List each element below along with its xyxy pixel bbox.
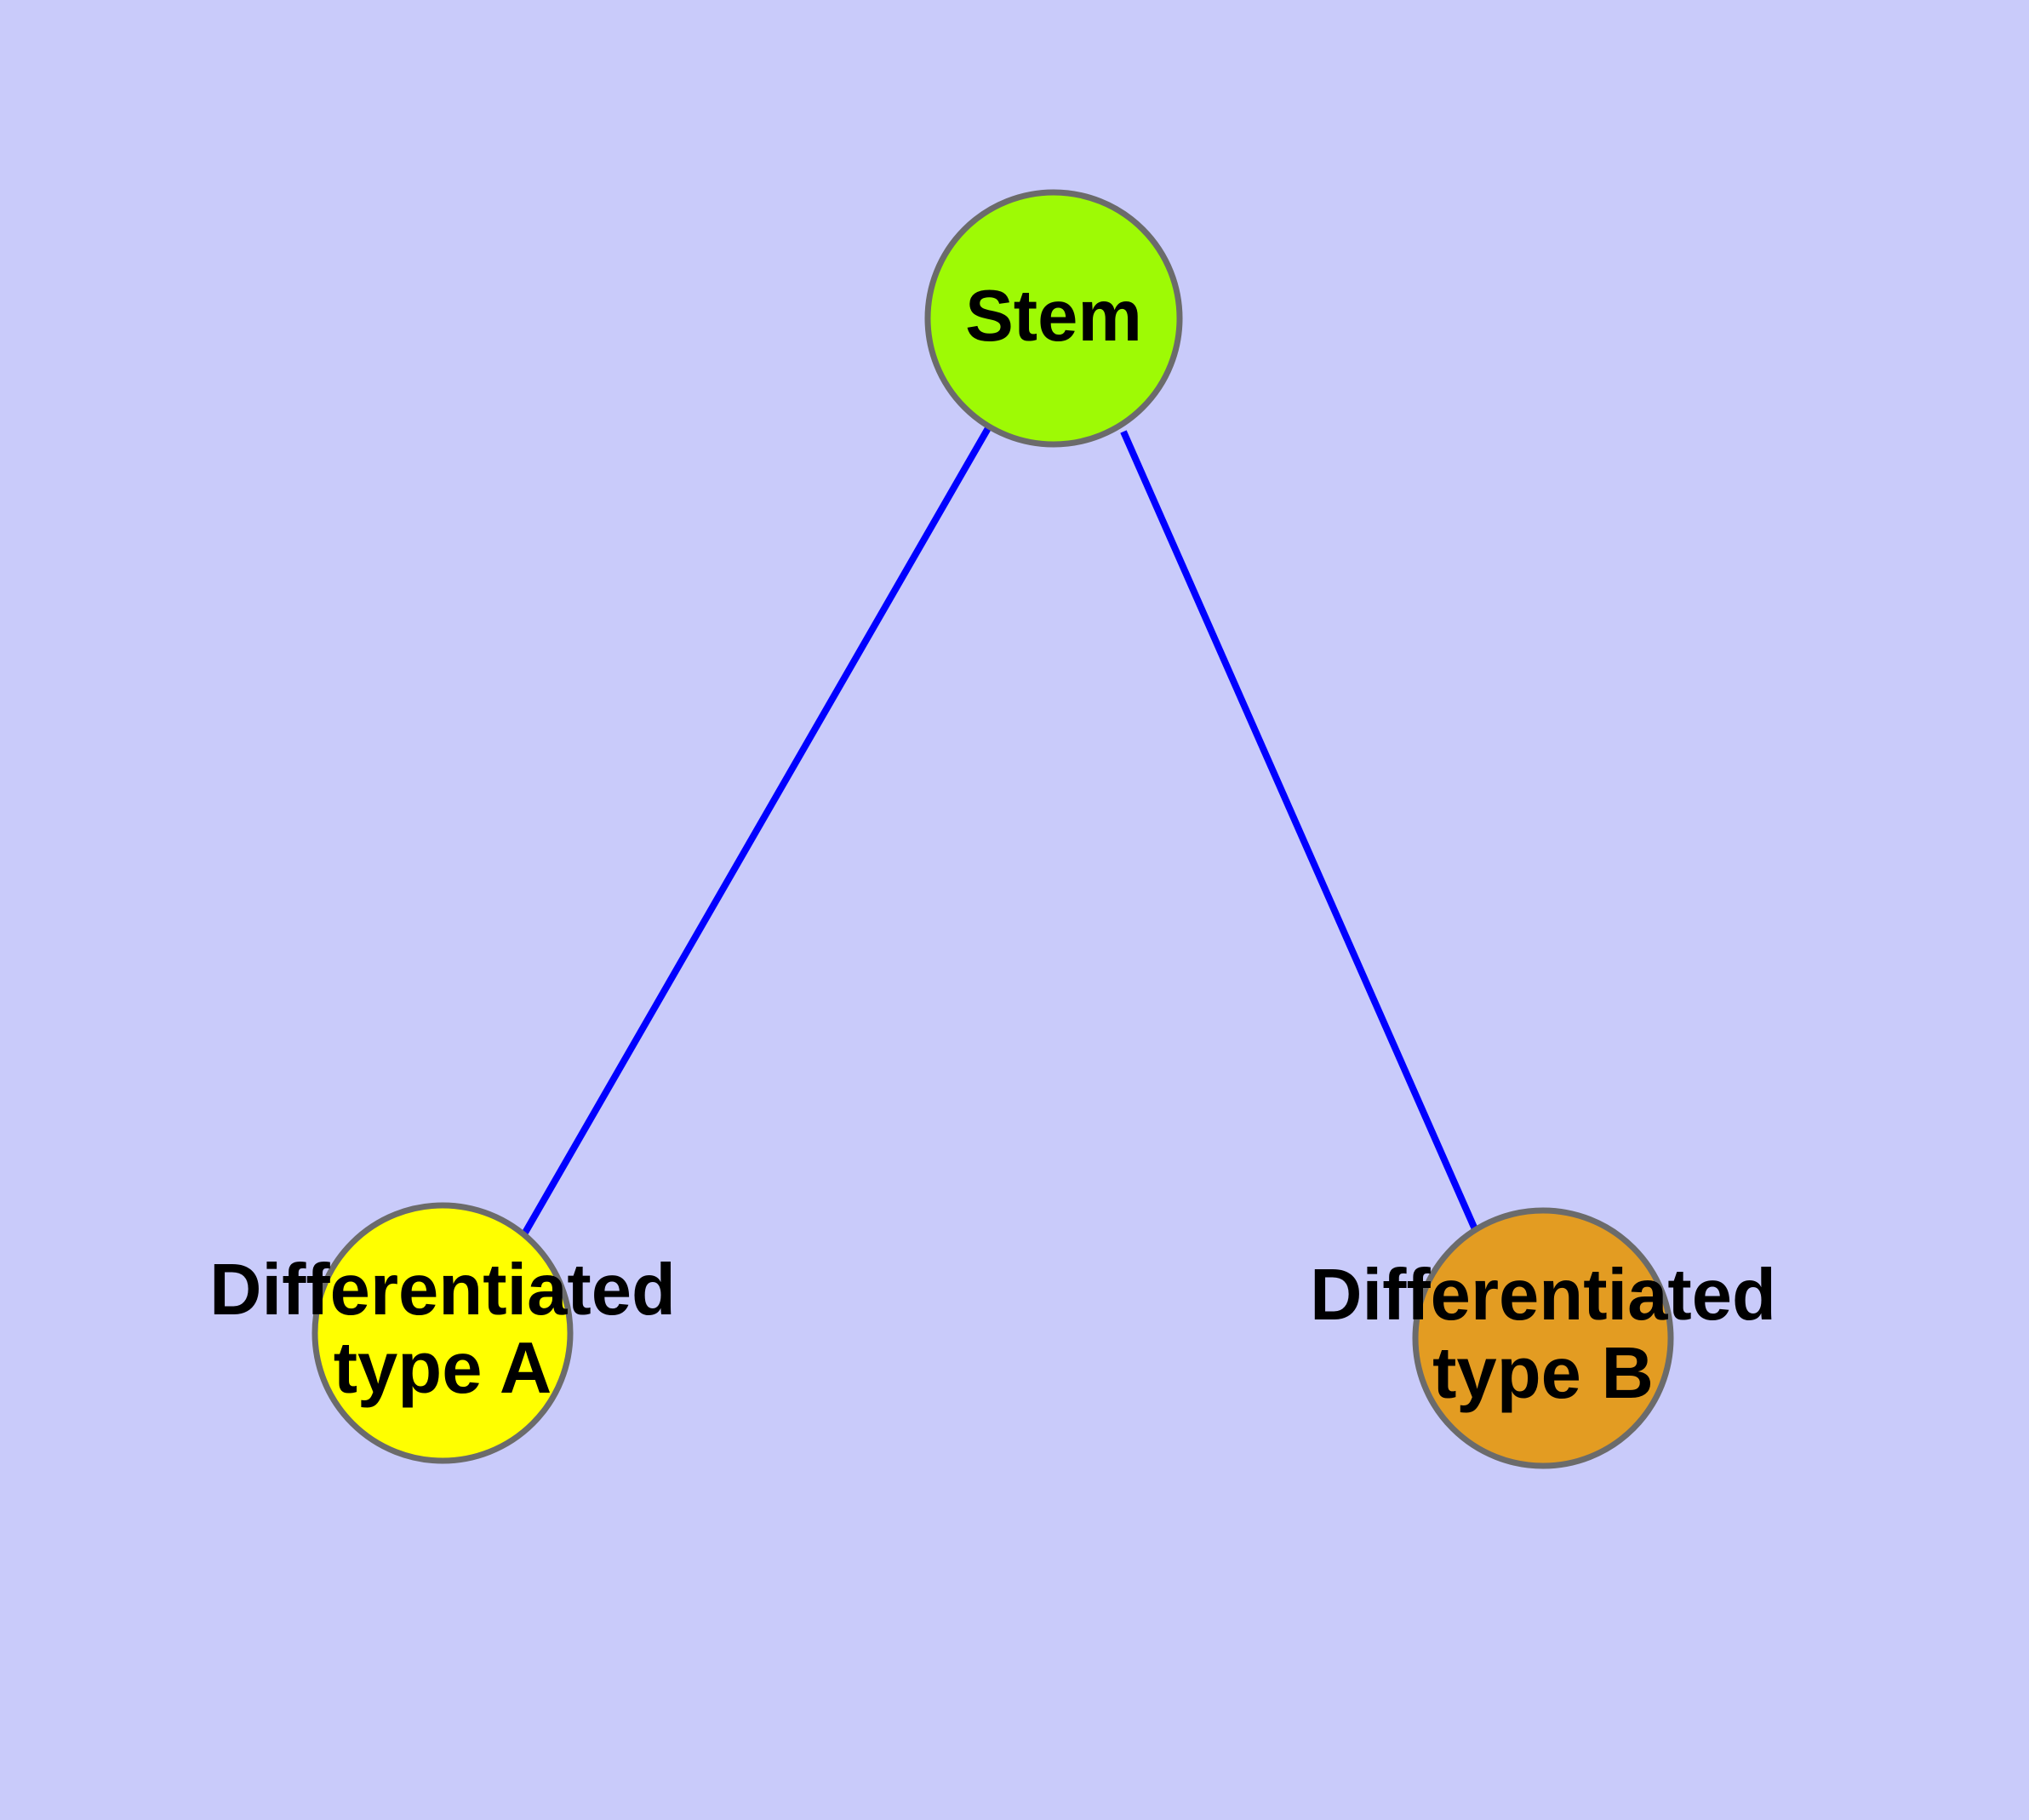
edge-layer [522, 426, 1478, 1234]
edge-stem-to-differentiated-type-a [522, 426, 992, 1234]
node-differentiated-type-a[interactable] [311, 1202, 574, 1464]
edge-stem-to-differentiated-type-b [1120, 430, 1478, 1231]
node-layer [311, 189, 1674, 1469]
node-differentiated-type-b[interactable] [1412, 1207, 1674, 1469]
node-stem[interactable] [924, 189, 1183, 448]
